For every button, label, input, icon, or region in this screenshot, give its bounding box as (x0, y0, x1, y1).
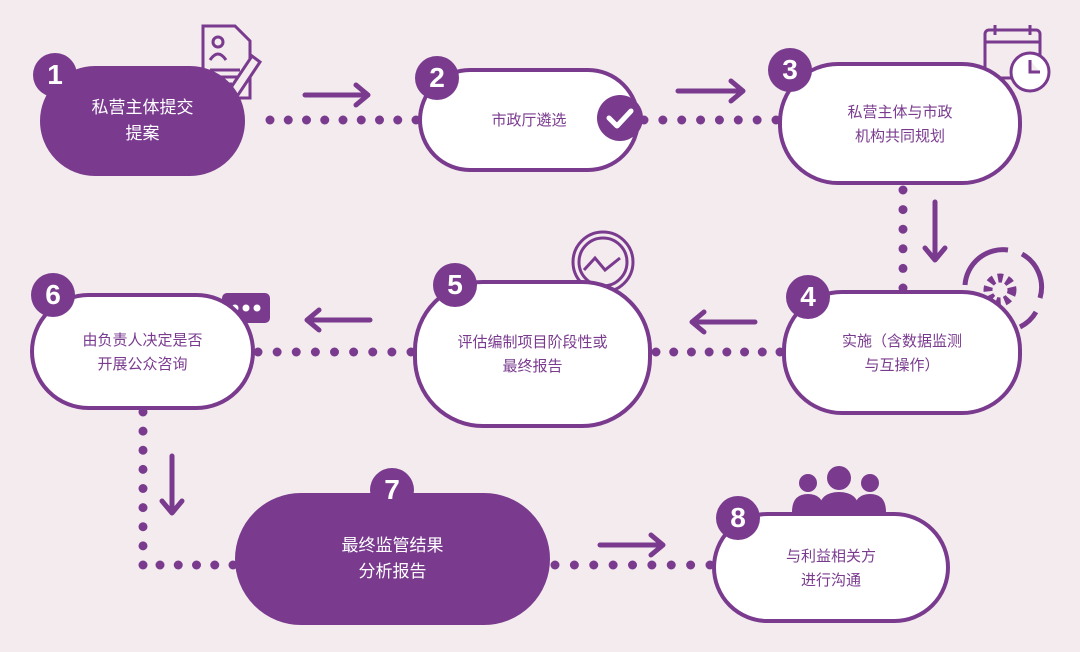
step-7-text: 最终监管结果 分析报告 (341, 536, 444, 582)
connector-dot (898, 205, 908, 215)
step-8-badge: 8 (716, 496, 760, 540)
step-5-text: 评估编制项目阶段性或 最终报告 (457, 333, 608, 375)
connector-dot (138, 522, 148, 532)
connector-dot (138, 484, 148, 493)
connector-dot (356, 115, 366, 125)
connector-dot (569, 560, 579, 570)
connector-dot (669, 347, 679, 357)
arrow-right-2-3 (675, 78, 746, 104)
connector-dot (898, 224, 908, 234)
connector-dot (666, 560, 676, 570)
connector-dot (608, 560, 618, 570)
connector-dot (686, 347, 696, 357)
connector-dot (628, 560, 637, 570)
step-7-badge: 7 (370, 468, 414, 512)
step-5-badge: 5 (433, 263, 477, 307)
arrow-left-4-5 (689, 309, 758, 335)
connector-dot (375, 115, 384, 125)
connector-dot (210, 560, 220, 570)
connector-dot (714, 115, 724, 125)
step-8-text: 与利益相关方 进行沟通 (785, 546, 876, 589)
connector-dot (302, 115, 311, 125)
step-7-box: 最终监管结果 分析报告 (235, 493, 550, 625)
connector-dot (138, 426, 148, 436)
step-6-text: 由负责人决定是否 开展公众咨询 (82, 330, 203, 373)
step-5-box: 评估编制项目阶段性或 最终报告 (413, 280, 652, 428)
connector-dot (320, 115, 330, 125)
connector-dot (393, 115, 403, 125)
connector-dot (757, 347, 767, 357)
people-group-icon (792, 466, 886, 514)
connector-dot (155, 560, 165, 570)
arrow-left-5-6 (304, 307, 373, 333)
connector-dot (752, 115, 762, 125)
step-1-badge: 1 (33, 53, 77, 97)
connector-dot (368, 347, 378, 357)
connector-dot (647, 560, 657, 570)
connector-dot (338, 115, 348, 125)
connector-dot (740, 347, 750, 357)
step-6-box: 由负责人决定是否 开展公众咨询 (30, 293, 255, 410)
connector-dot (898, 185, 908, 195)
connector-dot (387, 347, 397, 357)
step-1-text: 私营主体提交 提案 (91, 98, 194, 144)
connector-dot (192, 560, 201, 570)
connector-dot (686, 560, 696, 570)
step-2-text: 市政厅遴选 (491, 111, 567, 129)
connector-dot (330, 347, 339, 357)
connector-dot (138, 503, 148, 513)
connector-dot (138, 560, 148, 570)
step-3-badge: 3 (768, 48, 812, 92)
connector-dot (265, 115, 275, 125)
connector-dot (310, 347, 320, 357)
connector-dot (138, 445, 148, 455)
arrow-right-1-2 (302, 82, 371, 108)
step-4-text: 实施（含数据监测 与互操作） (841, 331, 962, 374)
connector-dot (639, 115, 649, 125)
connector-dot (658, 115, 668, 125)
step-4-badge: 4 (786, 275, 830, 319)
arrow-down-3-4 (922, 199, 948, 263)
step-3-text: 私营主体与市政 机构共同规划 (847, 102, 953, 145)
connector-dot (722, 347, 732, 357)
gear-cycle-icon (962, 247, 1045, 330)
connector-dot (677, 115, 687, 125)
connector-dot (291, 347, 301, 357)
connector-dot (138, 464, 148, 474)
step-2-badge: 2 (415, 56, 459, 100)
chart-gauge-icon (571, 230, 635, 294)
arrow-down-6-7 (159, 453, 185, 516)
connector-dot (696, 115, 706, 125)
connector-dot (173, 560, 183, 570)
connector-dot (704, 347, 714, 357)
connector-dot (898, 263, 908, 273)
step-6-badge: 6 (31, 273, 75, 317)
arrow-right-7-8 (597, 532, 666, 558)
connector-dot (283, 115, 293, 125)
connector-dot (138, 541, 148, 551)
connector-dot (898, 244, 908, 254)
connector-dot (733, 115, 743, 125)
connector-dot (651, 347, 661, 357)
connector-dot (272, 347, 282, 357)
step-3-box: 私营主体与市政 机构共同规划 (778, 62, 1022, 185)
connector-dot (253, 347, 263, 357)
connector-dot (550, 560, 560, 570)
calendar-clock-icon (983, 25, 1051, 93)
connector-dot (589, 560, 599, 570)
connector-dot (349, 347, 359, 357)
